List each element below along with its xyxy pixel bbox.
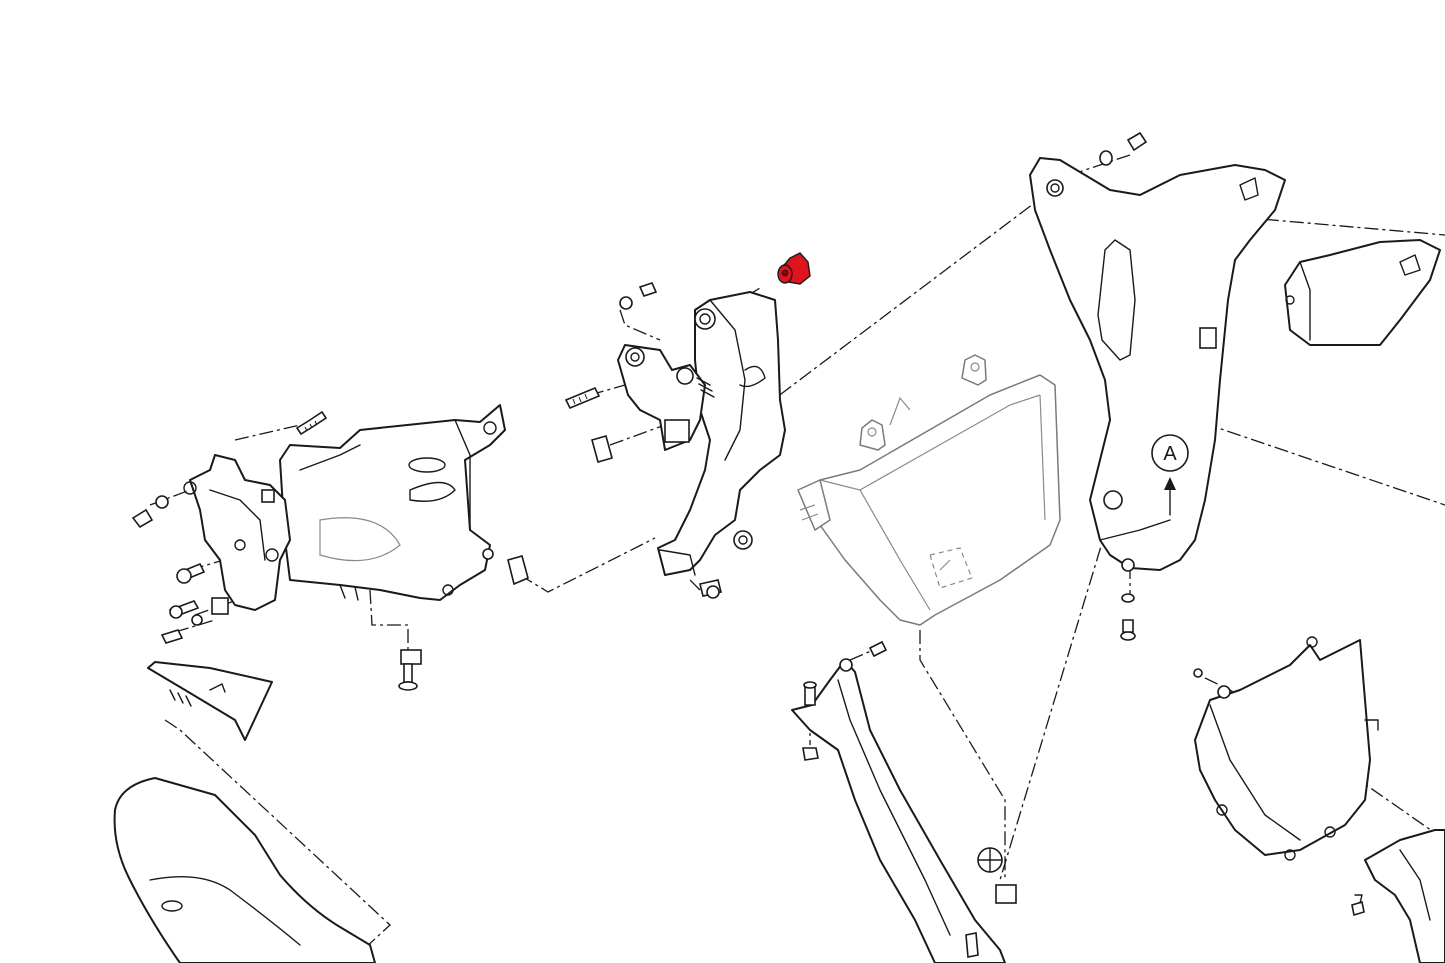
left-mounting-bracket (183, 454, 291, 615)
radiator-housing (797, 354, 1061, 626)
far-right-bottom-cover (1351, 829, 1445, 963)
callout-a-circle (1151, 434, 1189, 472)
right-lower-side-cover (1193, 636, 1379, 861)
callout-a-arrowhead (1164, 477, 1176, 490)
right-fairing-fasteners (1099, 131, 1148, 641)
center-air-duct-bracket (657, 291, 786, 576)
center-fasteners (564, 282, 722, 599)
callout-a: A (1151, 434, 1189, 516)
left-bracket-fasteners (131, 410, 529, 691)
lower-left-side-cover (113, 777, 376, 963)
left-inner-panel (279, 404, 506, 601)
highlighted-cap-nut[interactable] (777, 252, 811, 285)
lower-center-stay (791, 640, 1017, 963)
right-main-fairing (1029, 157, 1286, 572)
cap-nut-hole (781, 269, 789, 277)
callout-a-label: A (1163, 443, 1177, 465)
small-triangle-trim (147, 661, 273, 741)
right-top-small-cover (1284, 239, 1441, 346)
center-mount-plate (617, 344, 715, 451)
